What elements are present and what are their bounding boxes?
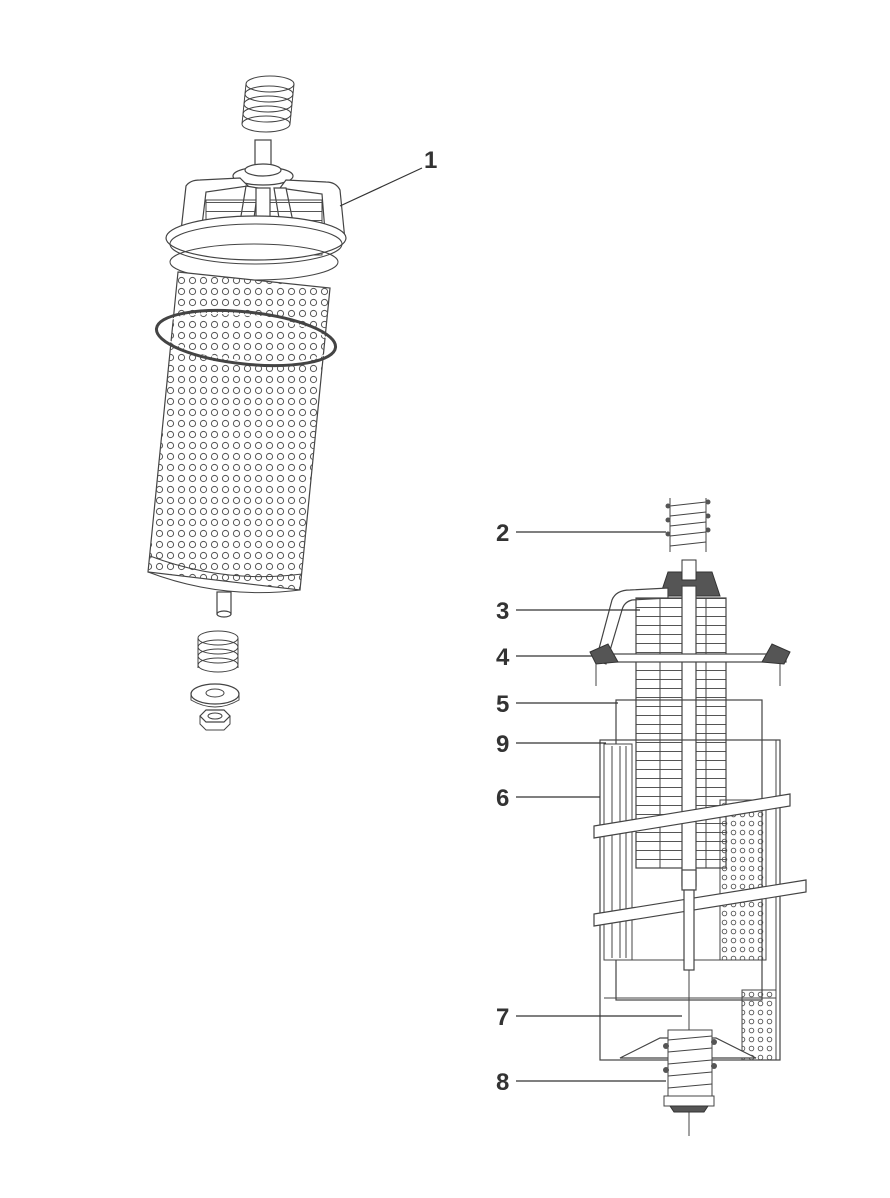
callout-2: 2 bbox=[496, 520, 509, 547]
cross-section-assembly bbox=[516, 498, 807, 1136]
basket-top-rim bbox=[165, 215, 347, 281]
center-stem-bottom bbox=[216, 591, 232, 618]
center-stem-top bbox=[232, 139, 294, 186]
section-leader-lines bbox=[516, 531, 682, 1082]
section-break-lines bbox=[593, 793, 807, 927]
top-spring bbox=[241, 75, 295, 133]
section-top-spring bbox=[665, 498, 711, 552]
callout-labels: 1 2 3 4 5 9 6 7 8 bbox=[424, 147, 510, 1096]
callout-4: 4 bbox=[496, 644, 510, 671]
exploded-filter-assembly bbox=[147, 75, 423, 731]
callout-5: 5 bbox=[496, 691, 509, 718]
section-top-cap bbox=[659, 559, 721, 597]
washer bbox=[190, 683, 240, 708]
bottom-spring bbox=[197, 630, 239, 673]
callout-6: 6 bbox=[496, 785, 509, 812]
callout-8: 8 bbox=[496, 1069, 509, 1096]
callout-3: 3 bbox=[496, 598, 509, 625]
section-fin-stack bbox=[635, 585, 727, 887]
callout-9: 9 bbox=[496, 731, 509, 758]
nut bbox=[199, 709, 231, 731]
section-bottom-spring bbox=[619, 1029, 757, 1113]
section-flange bbox=[589, 643, 791, 686]
callout-1: 1 bbox=[424, 147, 437, 174]
basket-o-ring bbox=[154, 308, 338, 368]
callout-7: 7 bbox=[496, 1004, 509, 1031]
